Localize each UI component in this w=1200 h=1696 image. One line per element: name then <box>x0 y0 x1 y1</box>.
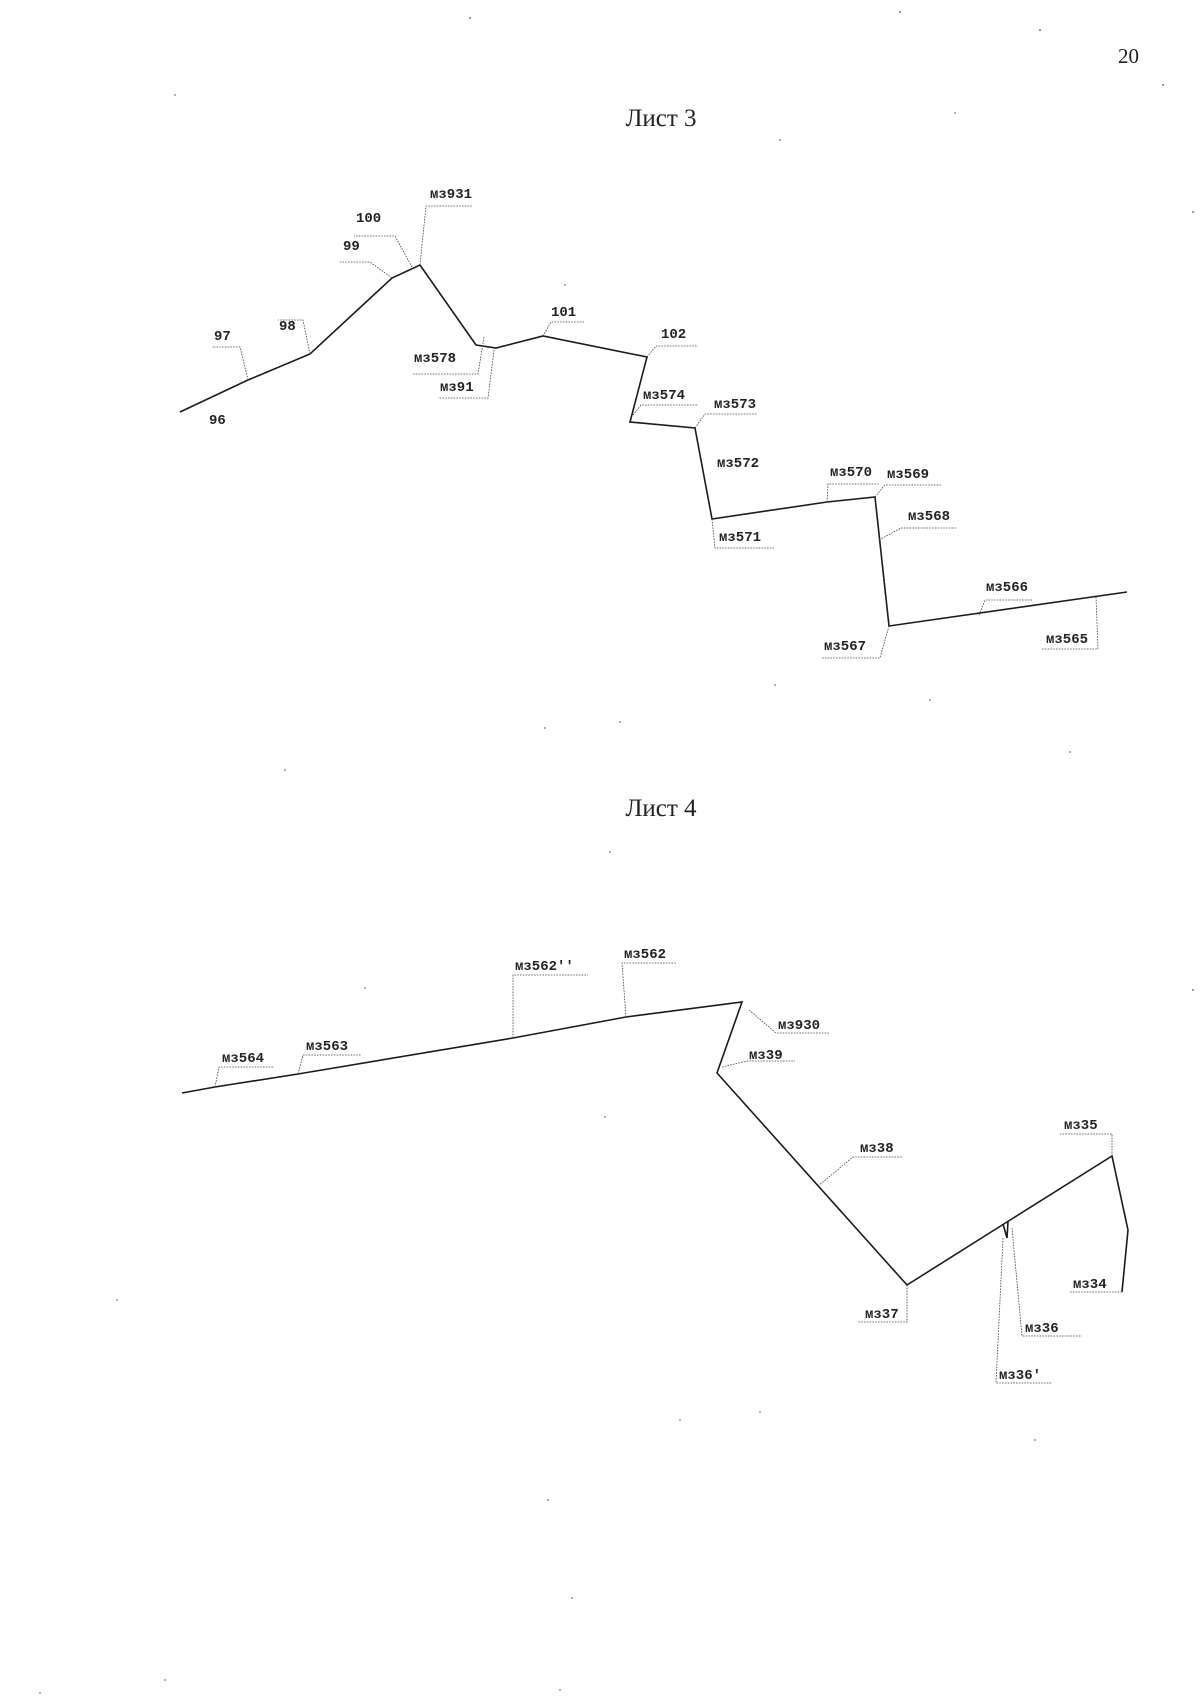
label-mz572: мз572 <box>717 456 759 472</box>
label-mz34: мз34 <box>1073 1277 1107 1293</box>
label-101: 101 <box>551 305 576 321</box>
label-mz38: мз38 <box>860 1141 894 1157</box>
label-mz37: мз37 <box>865 1307 899 1323</box>
label-mz565: мз565 <box>1046 632 1088 648</box>
label-mz574: мз574 <box>643 388 685 404</box>
sheet-3-boundary-line <box>179 263 1128 627</box>
label-mz566: мз566 <box>986 580 1028 596</box>
label-mz39: мз39 <box>749 1048 783 1064</box>
label-mz578: мз578 <box>414 351 456 367</box>
sheet-4-leaders <box>214 962 1122 1384</box>
sheet-4-title: Лист 4 <box>625 795 697 822</box>
label-mz562b: мз562'' <box>515 959 574 975</box>
label-mz573: мз573 <box>714 397 756 413</box>
page-number: 20 <box>1118 44 1139 68</box>
label-mz36: мз36 <box>1025 1321 1059 1337</box>
label-mz570: мз570 <box>830 465 872 481</box>
label-mz571: мз571 <box>719 530 761 546</box>
label-mz930: мз930 <box>778 1018 820 1034</box>
label-mz569: мз569 <box>887 467 929 483</box>
sheet-4-boundary-line <box>181 1001 1129 1293</box>
label-96: 96 <box>209 413 226 429</box>
label-mz562: мз562 <box>624 947 666 963</box>
label-mz563: мз563 <box>306 1039 348 1055</box>
sheet-4-labels: мз564 мз563 мз562'' мз562 мз930 мз39 мз3… <box>222 947 1107 1384</box>
label-97: 97 <box>214 329 231 345</box>
label-100: 100 <box>356 211 381 227</box>
label-102: 102 <box>661 327 686 343</box>
sheet-4-spur-line <box>1002 1221 1009 1239</box>
label-mz36-prime: мз36' <box>999 1368 1041 1384</box>
sheet-3-leaders <box>212 205 1099 659</box>
label-98: 98 <box>279 319 296 335</box>
sheet-3-labels: 96 97 98 99 100 мз931 мз578 мз91 101 102… <box>209 187 1088 655</box>
label-99: 99 <box>343 239 360 255</box>
label-mz564: мз564 <box>222 1051 264 1067</box>
label-mz568: мз568 <box>908 509 950 525</box>
label-mz35: мз35 <box>1064 1118 1098 1134</box>
label-mz931: мз931 <box>430 187 472 203</box>
sheet-3-title: Лист 3 <box>625 105 697 132</box>
label-mz91: мз91 <box>440 380 474 396</box>
scan-noise <box>39 11 1194 1694</box>
label-mz567: мз567 <box>824 639 866 655</box>
